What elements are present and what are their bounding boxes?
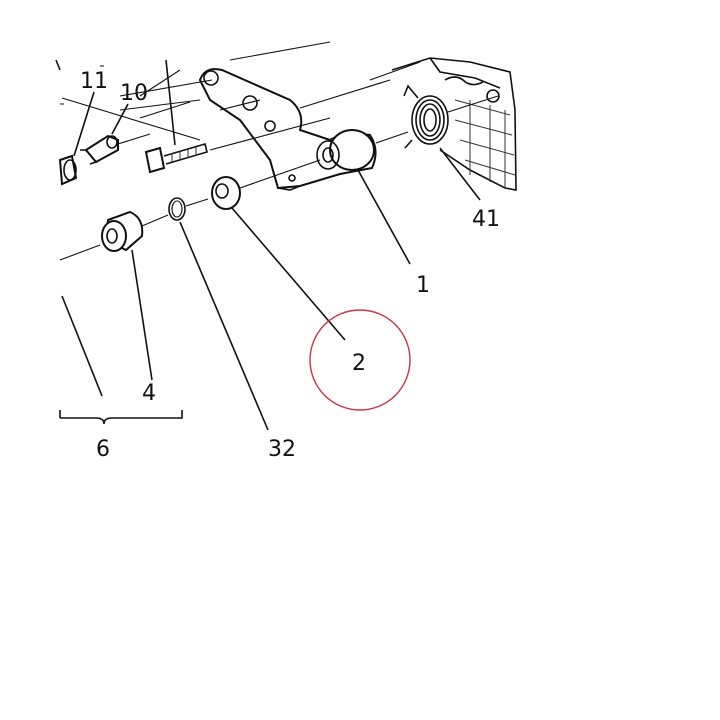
torsion-spring-part	[403, 84, 449, 149]
bushing-part	[101, 210, 144, 252]
callout-1: 1	[416, 273, 430, 298]
washer-part	[211, 176, 241, 210]
bolt-part	[144, 59, 208, 174]
bracket-lever-part	[198, 68, 377, 191]
highlight-circle	[309, 309, 411, 411]
callout-4: 4	[142, 381, 156, 406]
leader-lines	[61, 91, 481, 431]
snap-ring-part	[168, 197, 186, 221]
pin-part	[80, 134, 119, 165]
callout-10: 10	[120, 81, 148, 106]
callout-32: 32	[268, 437, 296, 462]
callout-2: 2	[352, 351, 366, 376]
group-brace	[59, 410, 183, 425]
callout-11: 11	[80, 69, 108, 94]
assembly-axis-lines	[59, 41, 499, 261]
callout-6: 6	[96, 437, 110, 462]
part-eleven-fragment	[55, 59, 78, 186]
callout-41: 41	[472, 207, 500, 232]
engine-housing	[391, 57, 517, 191]
